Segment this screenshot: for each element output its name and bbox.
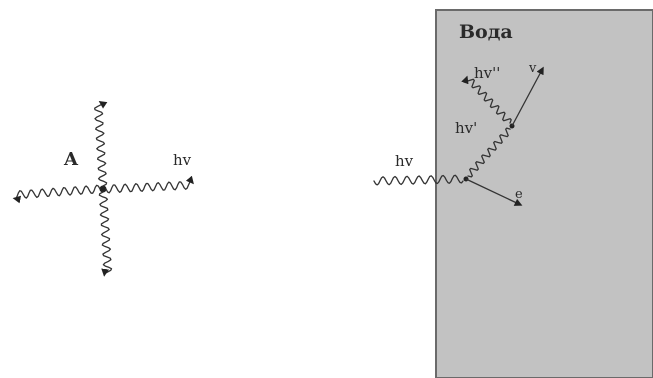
- second-scattered-photon-wave: [461, 75, 512, 124]
- scattered-photon-wave: [467, 127, 511, 178]
- water-scattering-group: hv e hv' v hv'': [373, 61, 544, 206]
- photon-wave-right: [105, 175, 194, 194]
- electron-label-1: v: [528, 61, 537, 76]
- electron-track-1: [465, 178, 523, 206]
- atom-emission-group: A hv: [12, 101, 194, 277]
- atom-center: [99, 185, 107, 193]
- atom-label: A: [63, 149, 79, 170]
- electron-label-2: e: [515, 187, 523, 202]
- water-title: Вода: [459, 21, 513, 43]
- photon-wave-down: [98, 191, 113, 277]
- scattered-photon-label: hv': [455, 119, 477, 137]
- water-region: [435, 9, 653, 378]
- electron-track-2: [511, 66, 544, 127]
- incoming-photon-wave: [373, 174, 464, 186]
- second-photon-label: hv'': [474, 64, 500, 82]
- photon-wave-left: [12, 184, 101, 204]
- photon-wave-up: [94, 101, 108, 187]
- incoming-photon-label: hv: [395, 152, 414, 170]
- left-photon-label: hv: [173, 151, 192, 169]
